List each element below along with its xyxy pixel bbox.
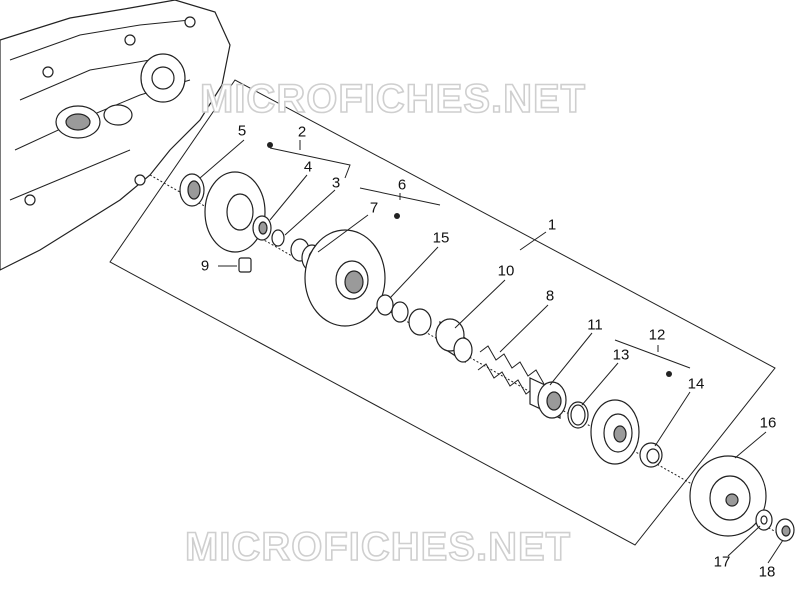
callout-11: 11 — [587, 317, 603, 334]
part-2-pulley-half — [204, 142, 273, 253]
assembly-boundary — [109, 79, 776, 546]
part-10-spring-guide — [435, 318, 473, 364]
part-13-ring — [567, 401, 589, 429]
part-17-washer — [755, 509, 773, 531]
callout-1: 1 — [548, 217, 556, 234]
part-5-bearing — [179, 173, 205, 207]
callouts: 1 2 3 4 5 6 7 8 9 10 11 12 13 14 15 16 1… — [201, 123, 777, 581]
callout-2: 2 — [298, 124, 306, 141]
part-14-nut — [639, 442, 663, 468]
callout-8: 8 — [546, 288, 554, 305]
part-9-screw — [218, 257, 252, 273]
callout-3: 3 — [332, 175, 340, 192]
part-11-bushing — [529, 377, 567, 419]
callout-16: 16 — [760, 415, 777, 432]
part-6-movable-pulley — [304, 213, 400, 327]
engine-crankcase — [0, 0, 231, 271]
part-15-seal-rings — [376, 294, 432, 336]
watermark-top: MICROFICHES.NET — [200, 77, 586, 121]
callout-7: 7 — [370, 200, 378, 217]
callout-4: 4 — [304, 159, 312, 176]
callout-12: 12 — [649, 327, 666, 344]
callout-15: 15 — [433, 230, 450, 247]
callout-13: 13 — [613, 347, 630, 364]
part-18-nut — [775, 518, 795, 542]
callout-14: 14 — [688, 376, 705, 393]
leader-lines — [199, 139, 784, 564]
callout-10: 10 — [498, 263, 515, 280]
watermark-bottom: MICROFICHES.NET — [185, 525, 571, 569]
part-4-bushing — [252, 215, 272, 241]
callout-9: 9 — [201, 258, 209, 275]
part-16-clutch-bell — [689, 455, 767, 537]
callout-18: 18 — [759, 564, 776, 581]
callout-5: 5 — [238, 123, 246, 140]
callout-6: 6 — [398, 177, 406, 194]
callout-17: 17 — [714, 554, 731, 571]
part-12-clutch — [590, 371, 672, 465]
